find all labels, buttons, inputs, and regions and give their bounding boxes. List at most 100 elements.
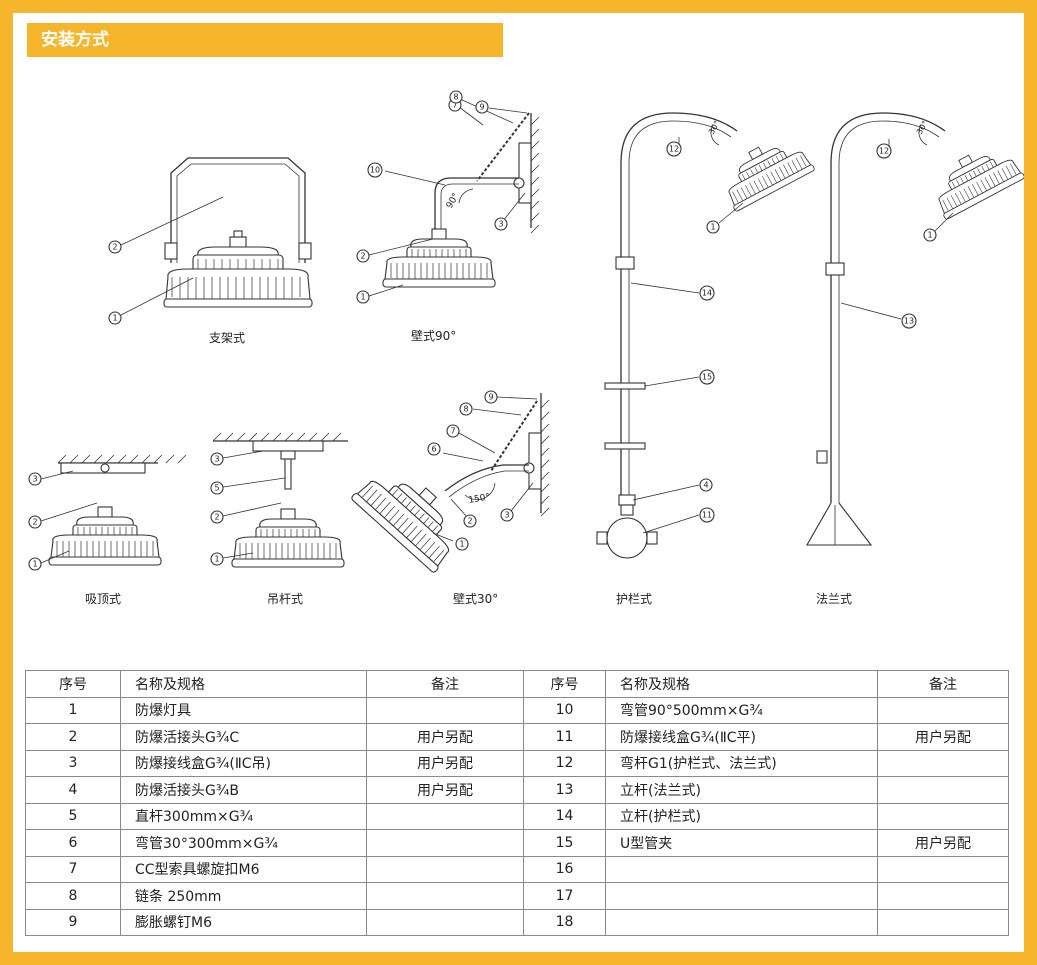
- table-header-row: 序号 名称及规格 备注 序号 名称及规格 备注: [25, 670, 1009, 698]
- cell-no: 2: [25, 723, 121, 751]
- cell-name: 防爆灯具: [120, 696, 367, 724]
- cell-note: 用户另配: [877, 829, 1009, 857]
- caption-wall-30: 壁式30°: [453, 591, 498, 606]
- svg-text:4: 4: [703, 481, 708, 490]
- cell-name: U型管夹: [605, 829, 878, 857]
- caption-wall-90: 壁式90°: [411, 328, 456, 343]
- header-name-right: 名称及规格: [605, 670, 878, 698]
- cell-no: 12: [523, 749, 606, 777]
- table-row: 1 防爆灯具 10 弯管90°500mm×G¾: [25, 696, 1009, 724]
- cell-no: 4: [25, 776, 121, 804]
- cell-name: [605, 855, 878, 883]
- cell-note: [366, 908, 524, 936]
- caption-flange: 法兰式: [816, 592, 852, 606]
- cell-no: 10: [523, 696, 606, 724]
- cell-no: 9: [25, 908, 121, 936]
- table-row: 4 防爆活接头G¾B 用户另配 13 立杆(法兰式): [25, 776, 1009, 804]
- svg-text:1: 1: [710, 223, 715, 232]
- cell-no: 13: [523, 776, 606, 804]
- cell-no: 16: [523, 855, 606, 883]
- svg-text:5: 5: [214, 484, 219, 493]
- svg-text:3: 3: [214, 455, 219, 464]
- svg-text:7: 7: [450, 427, 455, 436]
- cell-note: [877, 776, 1009, 804]
- svg-text:7: 7: [452, 101, 457, 110]
- cell-name: [605, 882, 878, 910]
- cell-no: 17: [523, 882, 606, 910]
- cell-note: [366, 855, 524, 883]
- installation-sheet: 安装方式: [13, 13, 1024, 952]
- table-row: 6 弯管30°300mm×G¾ 15 U型管夹 用户另配: [25, 829, 1009, 857]
- cell-no: 11: [523, 723, 606, 751]
- cell-note: [366, 802, 524, 830]
- header-no-left: 序号: [25, 670, 121, 698]
- cell-note: [366, 829, 524, 857]
- caption-guardrail: 护栏式: [616, 591, 652, 606]
- cell-no: 5: [25, 802, 121, 830]
- svg-text:1: 1: [459, 540, 464, 549]
- cell-name: 链条 250mm: [120, 882, 367, 910]
- svg-text:2: 2: [112, 243, 117, 252]
- svg-text:3: 3: [32, 475, 37, 484]
- svg-text:1: 1: [32, 560, 37, 569]
- table-row: 5 直杆300mm×G¾ 14 立杆(护栏式): [25, 802, 1009, 830]
- svg-text:13: 13: [904, 317, 914, 326]
- cell-note: [877, 908, 1009, 936]
- svg-text:1: 1: [214, 555, 219, 564]
- svg-text:2: 2: [32, 518, 37, 527]
- diagram-flange-mount: 30° 12 1 13 法兰式: [806, 112, 1024, 606]
- svg-text:3: 3: [498, 220, 503, 229]
- svg-text:12: 12: [879, 147, 889, 156]
- angle-150: 150°: [468, 492, 491, 506]
- cell-note: [366, 882, 524, 910]
- svg-text:15: 15: [702, 373, 712, 382]
- cell-name: 防爆活接头G¾B: [120, 776, 367, 804]
- diagram-wall-90: 90° 7 8 9 10 3 2 1 壁式90°: [356, 90, 540, 343]
- cell-name: 防爆接线盒G¾(ⅡC平): [605, 723, 878, 751]
- svg-text:8: 8: [463, 405, 468, 414]
- diagram-bracket-mount: 2 1 支架式: [108, 157, 313, 345]
- cell-no: 1: [25, 696, 121, 724]
- cell-no: 14: [523, 802, 606, 830]
- svg-text:10: 10: [370, 166, 380, 175]
- svg-text:3: 3: [504, 511, 509, 520]
- header-note-left: 备注: [366, 670, 524, 698]
- svg-text:1: 1: [112, 314, 117, 323]
- svg-text:14: 14: [702, 289, 712, 298]
- svg-text:2: 2: [467, 517, 472, 526]
- svg-text:2: 2: [214, 513, 219, 522]
- table-row: 2 防爆活接头G¾C 用户另配 11 防爆接线盒G¾(ⅡC平) 用户另配: [25, 723, 1009, 751]
- table-row: 9 膨胀螺钉M6 18: [25, 908, 1009, 936]
- cell-no: 6: [25, 829, 121, 857]
- cell-name: 弯管90°500mm×G¾: [605, 696, 878, 724]
- svg-text:1: 1: [927, 231, 932, 240]
- cell-name: 立杆(法兰式): [605, 776, 878, 804]
- svg-text:8: 8: [453, 93, 458, 102]
- svg-text:2: 2: [360, 252, 365, 261]
- svg-text:6: 6: [431, 445, 436, 454]
- cell-note: 用户另配: [366, 749, 524, 777]
- cell-note: [877, 749, 1009, 777]
- cell-name: 防爆接线盒G¾(ⅡC吊): [120, 749, 367, 777]
- header-no-right: 序号: [523, 670, 606, 698]
- diagram-guardrail-mount: 30° 12 1 14 15 4 11 护栏式: [596, 112, 816, 606]
- header-note-right: 备注: [877, 670, 1009, 698]
- diagram-pendant-mount: 3 5 2 1 吊杆式: [210, 432, 348, 606]
- svg-text:11: 11: [702, 511, 712, 520]
- cell-note: [877, 802, 1009, 830]
- cell-note: [366, 696, 524, 724]
- cell-no: 8: [25, 882, 121, 910]
- cell-no: 3: [25, 749, 121, 777]
- cell-note: 用户另配: [366, 723, 524, 751]
- caption-pendant: 吊杆式: [267, 592, 303, 606]
- cell-note: 用户另配: [877, 723, 1009, 751]
- table-row: 3 防爆接线盒G¾(ⅡC吊) 用户另配 12 弯杆G1(护栏式、法兰式): [25, 749, 1009, 777]
- diagram-ceiling-mount: 3 2 1 吸顶式: [28, 454, 187, 606]
- cell-name: 立杆(护栏式): [605, 802, 878, 830]
- cell-note: [877, 882, 1009, 910]
- cell-name: CC型索具螺旋扣M6: [120, 855, 367, 883]
- svg-text:1: 1: [360, 293, 365, 302]
- cell-no: 7: [25, 855, 121, 883]
- diagram-wall-30: 150° 6 7 8 9 2 3 1 壁式30°: [350, 390, 550, 606]
- svg-text:9: 9: [479, 103, 484, 112]
